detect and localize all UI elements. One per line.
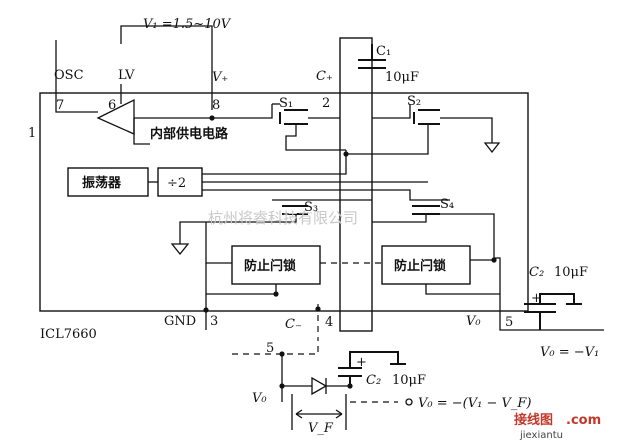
c1-label: C₁ <box>376 44 391 59</box>
antilatch-left-label: 防止闩锁 <box>244 258 296 274</box>
c1-capacitor <box>358 44 386 69</box>
brand-logo-com: .com <box>566 413 601 428</box>
s3-switch <box>282 205 308 215</box>
v0-out-wire <box>499 310 604 331</box>
s4-label: S₄ <box>440 197 454 212</box>
v0-label: V₀ <box>466 314 481 329</box>
osc-label: OSC <box>54 68 84 83</box>
gnd-label: GND <box>164 314 196 329</box>
s2-lead <box>372 104 411 119</box>
v1-wire <box>120 25 213 110</box>
ctrl-line-1 <box>202 154 347 175</box>
node-c-minus <box>315 306 321 312</box>
node-antilatch <box>491 257 497 263</box>
regulator-triangle <box>96 98 135 136</box>
antilatch-left-gnd <box>205 263 277 295</box>
vf-label: V_F <box>308 421 334 436</box>
pin3-label: 3 <box>210 314 218 329</box>
vplus-label: V₊ <box>212 70 228 85</box>
antilatch-right-label: 防止闩锁 <box>394 258 446 274</box>
ext-c2-capacitor <box>338 351 406 386</box>
internal-supply-label: 内部供电电路 <box>150 126 229 142</box>
capacitor-bus <box>339 37 373 332</box>
ext-pin5-label: 5 <box>266 341 274 356</box>
c1-value: 10μF <box>385 70 419 85</box>
ext-pin5-wire <box>232 340 319 355</box>
pin8-label: 8 <box>212 98 220 113</box>
ext-c2-plus: + <box>356 355 367 370</box>
s1-switch <box>279 109 308 125</box>
ext-out-terminal <box>405 398 413 406</box>
ext-c2-label: C₂ <box>366 373 381 388</box>
s3-gnd-wire <box>179 214 297 244</box>
s2-label: S₂ <box>407 94 421 109</box>
s3-label: S₃ <box>304 200 318 215</box>
s2-gnd-wire <box>440 117 493 143</box>
diode <box>311 376 328 396</box>
s2-switch <box>413 109 440 125</box>
s1-label: S₁ <box>279 96 293 111</box>
c-minus-label: C₋ <box>285 317 302 332</box>
antilatch-left-wire <box>205 222 232 264</box>
reg-feed-wire <box>133 118 150 145</box>
pin7-label: 7 <box>56 98 64 113</box>
pin2-label: 2 <box>322 96 330 111</box>
antilatch-right-v0 <box>425 284 500 295</box>
s1-lead <box>212 104 273 119</box>
ground-symbol-right <box>483 142 501 154</box>
ext-out-equation: V₀ = −(V₁ − V_F) <box>418 396 531 411</box>
c2-label: C₂ <box>529 265 544 280</box>
lv-label: LV <box>118 68 135 83</box>
s1-gate <box>285 124 346 151</box>
pin4-label: 4 <box>325 315 333 330</box>
brand-logo-cn: 接线图 <box>514 412 553 428</box>
chip-outline <box>39 92 529 312</box>
c-plus-label: C₊ <box>316 69 333 84</box>
ctrl-line-3 <box>202 189 450 201</box>
brand-logo-url: jiexiantu <box>519 430 563 441</box>
chip-name: ICL7660 <box>40 327 97 342</box>
s4-switch <box>412 205 440 215</box>
c2-plus: + <box>531 291 542 306</box>
pin1-label: 1 <box>28 126 36 141</box>
vf-dimension <box>291 394 347 430</box>
v0-equation: V₀ = −V₁ <box>540 345 599 360</box>
ext-v0-label: V₀ <box>252 391 267 406</box>
c2-value: 10μF <box>554 265 588 280</box>
pin5-label: 5 <box>505 315 513 330</box>
v1-label: V₁ =1.5~10V <box>143 17 232 32</box>
node-antilatch-gnd <box>273 291 279 297</box>
oscillator-label: 振荡器 <box>82 175 122 191</box>
c2-capacitor <box>524 293 582 330</box>
s2-gate <box>345 124 429 155</box>
node-gnd <box>203 307 209 313</box>
ext-c2-value: 10μF <box>392 373 426 388</box>
pin6-label: 6 <box>108 98 116 113</box>
osc-wire <box>55 40 98 113</box>
watermark: 杭州将睿科技有限公司 <box>208 209 358 227</box>
divider-label: ÷2 <box>167 176 186 191</box>
s4-wire <box>372 214 427 223</box>
ground-symbol-left <box>170 243 190 256</box>
